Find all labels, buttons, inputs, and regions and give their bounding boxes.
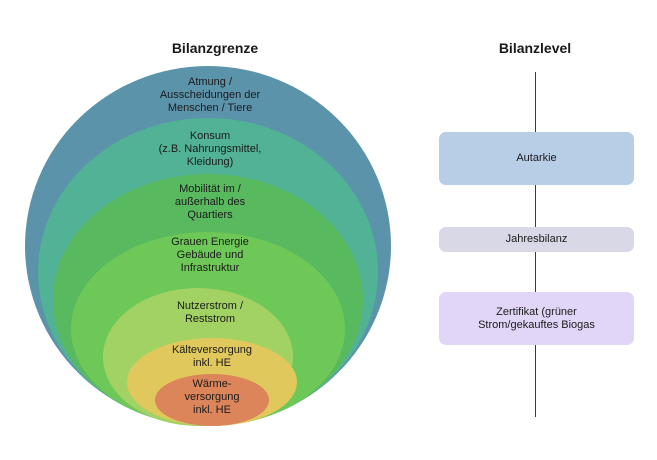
layer-label-4: Nutzerstrom / Reststrom — [176, 300, 243, 325]
level-label: Autarkie — [516, 152, 557, 164]
left-title: Bilanzgrenze — [171, 40, 259, 56]
layer-shape-6 — [155, 374, 269, 426]
level-label: Zertifikat (grüner Strom/gekauftes Bioga… — [478, 305, 595, 331]
layer-label-5: Kälteversorgung inkl. HE — [171, 344, 253, 369]
layer-label-6: Wärme- versorgung inkl. HE — [184, 378, 240, 416]
layer-label-3: Grauen Energie Gebäude und Infrastruktur — [171, 236, 249, 274]
layer-label-2: Mobilität im / außerhalb des Quartiers — [174, 183, 246, 221]
level-box-jahresbilanz: Jahresbilanz — [439, 227, 634, 252]
level-box-zertifikat: Zertifikat (grüner Strom/gekauftes Bioga… — [439, 292, 634, 345]
right-title: Bilanzlevel — [498, 40, 572, 56]
level-box-autarkie: Autarkie — [439, 132, 634, 185]
layer-label-1: Konsum (z.B. Nahrungsmittel, Kleidung) — [158, 130, 262, 168]
level-label: Jahresbilanz — [505, 233, 568, 245]
layer-label-0: Atmung / Ausscheidungen der Menschen / T… — [159, 76, 261, 114]
